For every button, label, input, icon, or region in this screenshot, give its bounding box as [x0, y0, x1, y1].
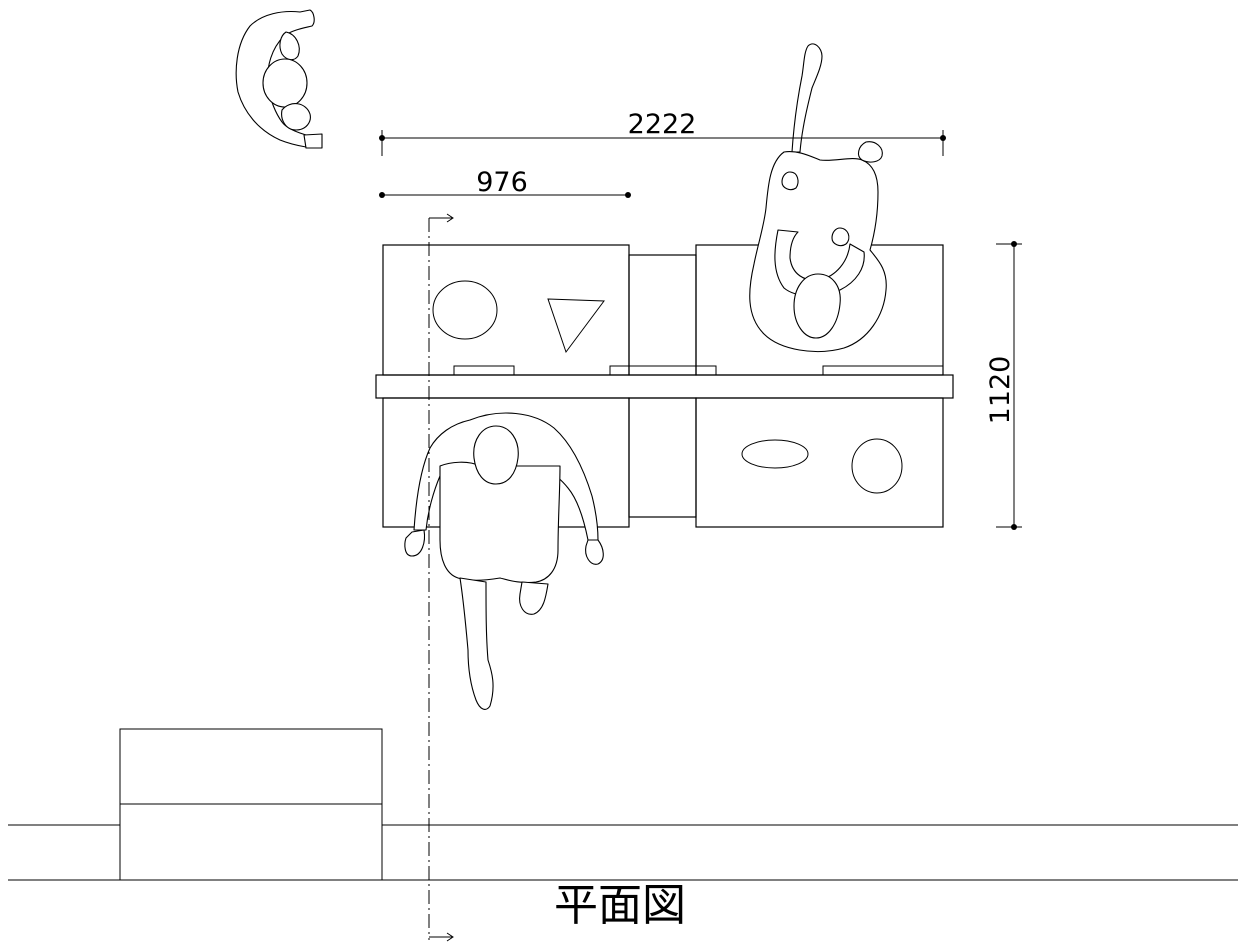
person-lying-icon: [235, 9, 323, 149]
divider-bar: [375, 374, 954, 399]
desk-connector-bottom: [628, 397, 697, 518]
round-shape: [851, 438, 903, 494]
desk-connector-top: [628, 254, 697, 376]
oval-shape: [741, 439, 809, 469]
tray-left: [453, 365, 515, 376]
dimension-label-depth: 1120: [985, 356, 1016, 425]
cabinet: [119, 728, 383, 881]
desk-top-left: [382, 244, 630, 376]
person-top-right-icon: [749, 43, 887, 353]
desk-bottom-right: [695, 397, 944, 528]
section-arrow-bottom: [429, 932, 454, 942]
tray-right: [822, 365, 944, 376]
section-arrow-top: [429, 213, 454, 223]
circle-shape: [432, 280, 498, 340]
dimension-left-desk-width: 976: [379, 167, 631, 198]
dimension-depth: 1120: [985, 241, 1022, 530]
person-bottom-left-icon: [404, 412, 604, 710]
triangle-shape: [547, 298, 605, 354]
dimension-label-overall: 2222: [628, 109, 697, 140]
tray-middle: [609, 365, 717, 376]
dimension-label-left-desk: 976: [476, 167, 528, 198]
drawing-title: 平面図: [554, 880, 686, 931]
dimension-overall-width: 2222: [379, 109, 946, 156]
